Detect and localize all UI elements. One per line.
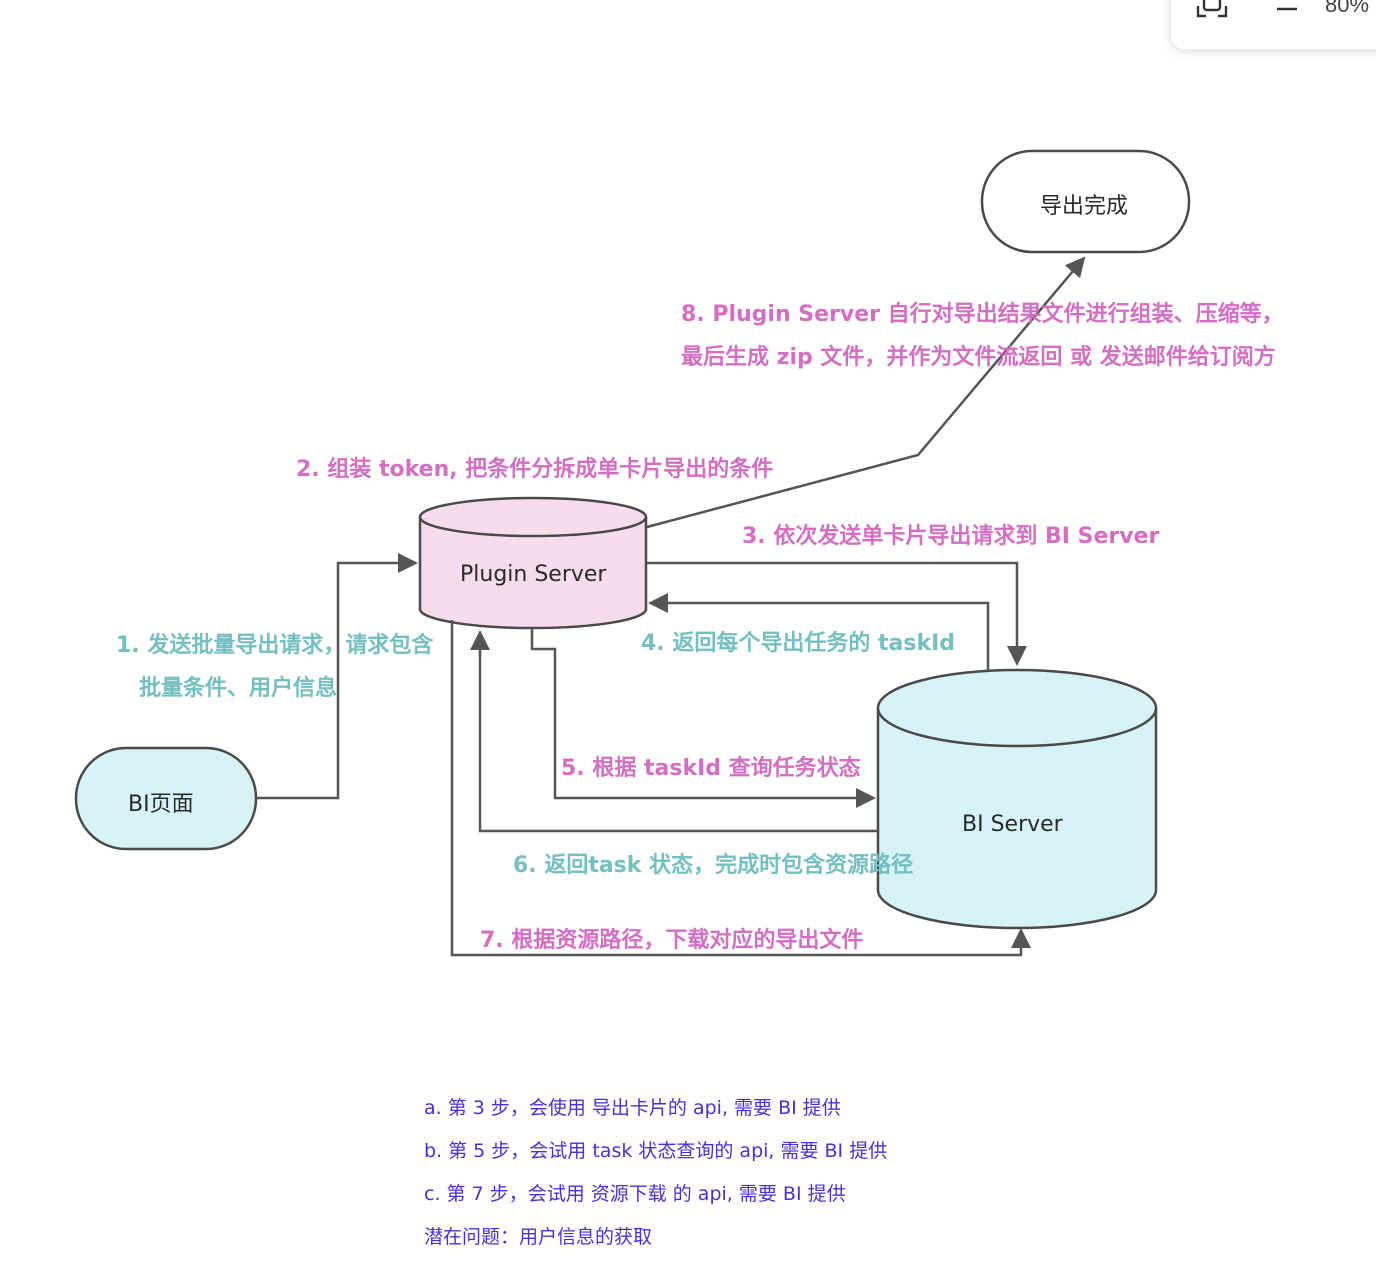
step2-label: 2. 组装 token, 把条件分拆成单卡片导出的条件 [296, 457, 774, 482]
fit-screen-icon[interactable] [1196, 0, 1228, 18]
edge-step1[interactable] [256, 553, 418, 800]
step6-label: 6. 返回task 状态，完成时包含资源路径 [513, 853, 914, 878]
edge-step8[interactable] [646, 256, 1086, 529]
edge-step4[interactable] [648, 593, 990, 670]
step4-label: 4. 返回每个导出任务的 taskId [641, 631, 956, 656]
note-issue: 潜在问题：用户信息的获取 [424, 1226, 653, 1248]
note-c: c. 第 7 步，会试用 资源下载 的 api, 需要 BI 提供 [424, 1183, 846, 1205]
step1-label-line1: 1. 发送批量导出请求，请求包含 [116, 633, 434, 658]
note-b: b. 第 5 步，会试用 task 状态查询的 api, 需要 BI 提供 [424, 1140, 888, 1162]
step8-label-line2: 最后生成 zip 文件，并作为文件流返回 或 发送邮件给订阅方 [681, 345, 1276, 370]
bi-server-node[interactable] [876, 668, 1158, 930]
bi-server-label: BI Server [962, 812, 1063, 837]
export-done-label: 导出完成 [1040, 194, 1129, 219]
step1-label-line2: 批量条件、用户信息 [139, 676, 338, 701]
note-a: a. 第 3 步，会使用 导出卡片的 api, 需要 BI 提供 [424, 1097, 841, 1119]
step5-label: 5. 根据 taskId 查询任务状态 [561, 756, 861, 781]
plugin-server-node[interactable] [418, 496, 648, 630]
plugin-server-label: Plugin Server [460, 562, 607, 587]
edge-step5[interactable] [530, 628, 876, 808]
edge-step7[interactable] [450, 620, 1031, 957]
step8-label-line1: 8. Plugin Server 自行对导出结果文件进行组装、压缩等， [681, 302, 1284, 327]
export-done-node[interactable] [980, 149, 1191, 254]
edge-step3[interactable] [647, 561, 1027, 666]
step3-label: 3. 依次发送单卡片导出请求到 BI Server [742, 524, 1160, 549]
step7-label: 7. 根据资源路径，下载对应的导出文件 [480, 928, 864, 953]
bi-page-label: BI页面 [128, 792, 194, 817]
zoom-level: 80% [1325, 0, 1370, 17]
edge-step6[interactable] [470, 630, 878, 833]
